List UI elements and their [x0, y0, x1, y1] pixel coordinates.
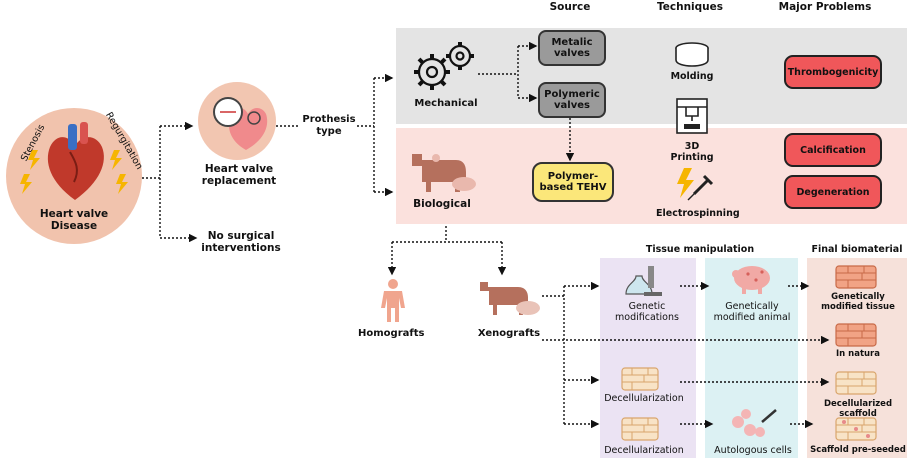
electrospinning-label: Electrospinning — [656, 208, 740, 219]
header-final-biomaterial: Final biomaterial — [811, 244, 903, 255]
prothesis-type-label: Prothesis type — [302, 114, 356, 137]
in-natura-label: In natura — [835, 349, 880, 359]
printer-3d-icon — [676, 98, 708, 134]
microscope-icon — [625, 266, 662, 296]
decell-tissue-icon-1 — [621, 367, 659, 391]
decell-scaffold-label: Decellularized scaffold — [823, 399, 893, 419]
decell-tissue-icon-2 — [621, 417, 659, 441]
electrospinning-icon — [677, 168, 714, 201]
gm-tissue-label: Genetically modified tissue — [821, 292, 895, 312]
decell-scaffold-icon — [835, 371, 877, 395]
metalic-valves-box: Metalic valves — [538, 30, 606, 66]
preseeded-scaffold-label: Scaffold pre-seeded — [810, 445, 906, 455]
xenografts-label: Xenografts — [477, 328, 541, 339]
human-body-icon — [381, 279, 405, 322]
replacement-label: Heart valve replacement — [201, 163, 277, 188]
biological-label: Biological — [413, 198, 471, 210]
molding-label: Molding — [670, 71, 714, 82]
calcification-box: Calcification — [784, 133, 882, 167]
mechanical-label: Mechanical — [414, 98, 478, 109]
genetic-modifications-label: Genetic modifications — [615, 301, 679, 323]
molding-icon — [675, 42, 709, 67]
heart-icon — [47, 122, 104, 200]
header-source: Source — [549, 1, 591, 13]
autologous-cells-icon — [732, 409, 777, 437]
xeno-animals-icon — [480, 282, 540, 315]
thrombogenicity-box: Thrombogenicity — [784, 55, 882, 89]
polymeric-valves-box: Polymeric valves — [538, 82, 606, 118]
3d-printing-label: 3D Printing — [670, 141, 714, 163]
no-surgical-label: No surgical interventions — [201, 230, 281, 255]
decellularization-label-2: Decellularization — [604, 445, 684, 456]
pig-icon — [732, 266, 770, 294]
header-major-problems: Major Problems — [778, 1, 872, 13]
in-natura-icon — [835, 323, 877, 347]
gm-animal-label: Genetically modified animal — [713, 301, 791, 323]
gears-icon — [414, 42, 474, 90]
disease-title: Heart valve Disease — [39, 208, 109, 233]
preseeded-scaffold-icon — [835, 417, 877, 441]
degeneration-box: Degeneration — [784, 175, 882, 209]
lightning-icons — [20, 150, 128, 194]
header-tissue-manipulation: Tissue manipulation — [645, 244, 755, 255]
homografts-label: Homografts — [358, 328, 425, 339]
header-techniques: Techniques — [656, 1, 724, 13]
cow-pig-icon — [412, 154, 476, 192]
gm-tissue-icon — [835, 265, 877, 289]
valve-replacement-icon — [213, 97, 268, 150]
autologous-cells-label: Autologous cells — [714, 445, 792, 456]
decellularization-label-1: Decellularization — [604, 393, 684, 404]
polymer-tehv-box: Polymer-based TEHV — [532, 162, 614, 202]
